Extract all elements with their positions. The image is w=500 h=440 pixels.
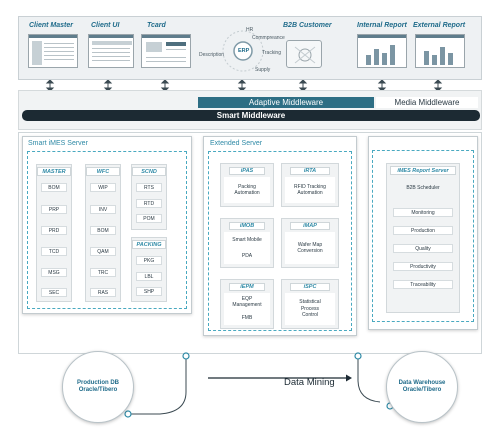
- master-item: TCD: [41, 247, 67, 256]
- ipas-title: iPAS: [229, 167, 265, 175]
- wfc-item: QAM: [90, 247, 116, 256]
- iepm-title: iEPM: [229, 283, 265, 291]
- client-ui-title: Client UI: [91, 22, 120, 29]
- erp-description-label: Description: [199, 52, 225, 58]
- erp-tracking-label: Tracking: [262, 50, 281, 56]
- packing-item: SHP: [136, 287, 162, 296]
- irta-title: iRTA: [290, 167, 330, 175]
- imob-line: Smart Mobile: [232, 236, 262, 243]
- production-db-circle: Production DB Oracle/Tibero: [62, 351, 134, 423]
- client-ui-screenshot: [88, 34, 134, 68]
- client-master-title: Client Master: [29, 22, 73, 29]
- imap-module: iMAP Wafer Map Conversion: [281, 218, 339, 268]
- ipas-line: Automation: [234, 190, 260, 196]
- b2b-customer-title: B2B Customer: [283, 22, 332, 29]
- master-item: SEC: [41, 288, 67, 297]
- data-warehouse-engine: Oracle/Tibero: [402, 387, 442, 393]
- smart-imes-server-title: Smart iMES Server: [28, 140, 88, 147]
- ispc-line: Control: [301, 312, 319, 319]
- internal-report-title: Internal Report: [357, 22, 407, 29]
- tcard-title: Tcard: [147, 22, 166, 29]
- erp-hr-label: HR: [246, 27, 254, 33]
- ispc-module: iSPC Statistical Process Control: [281, 279, 339, 329]
- master-item: MSG: [41, 268, 67, 277]
- extended-server-title: Extended Server: [210, 140, 263, 147]
- wfc-item: WIP: [90, 183, 116, 192]
- client-master-screenshot: [28, 34, 78, 68]
- master-item: PRD: [41, 226, 67, 235]
- irta-line: Automation: [297, 190, 323, 196]
- master-item: PRP: [41, 205, 67, 214]
- erp-supply-label: Supply: [255, 67, 271, 73]
- wfc-item: INV: [90, 205, 116, 214]
- ispc-title: iSPC: [290, 283, 330, 291]
- packing-item: LBL: [136, 272, 162, 281]
- master-title: MASTER: [37, 167, 71, 176]
- production-db-engine: Oracle/Tibero: [78, 387, 118, 393]
- scnd-item: RTD: [136, 199, 162, 208]
- wfc-item: TRC: [90, 268, 116, 277]
- media-middleware-bar: Media Middleware: [376, 97, 478, 108]
- extended-server-dashed-frame: [208, 151, 352, 331]
- imap-line: Conversion: [297, 248, 323, 254]
- scnd-title: SCND: [132, 167, 166, 176]
- packing-item: PKG: [136, 256, 162, 265]
- report-server-dashed-frame: [372, 150, 474, 322]
- erp-hub-diagram: [222, 30, 264, 72]
- internal-report-screenshot: [357, 34, 407, 68]
- external-report-title: External Report: [413, 22, 466, 29]
- data-warehouse-circle: Data Warehouse Oracle/Tibero: [386, 351, 458, 423]
- imap-line: Wafer Map: [297, 241, 323, 248]
- production-db-label: Production DB: [77, 380, 119, 386]
- ipas-line: Packing: [238, 183, 256, 190]
- wfc-item: BOM: [90, 226, 116, 235]
- external-report-screenshot: [415, 34, 465, 68]
- client-connectors: [45, 80, 443, 92]
- b2b-scheduler-label: B2B Scheduler: [406, 185, 440, 191]
- ipas-module: iPAS Packing Automation: [220, 163, 274, 207]
- ispc-line: Statistical: [299, 299, 321, 306]
- report-item: Productivity: [393, 262, 453, 271]
- scnd-item: POM: [136, 214, 162, 223]
- smart-middleware-bar: Smart Middleware: [22, 110, 480, 121]
- irta-line: RFID Tracking: [294, 183, 326, 190]
- iepm-module: iEPM EQP Management FMB: [220, 279, 274, 329]
- erp-label: ERP: [238, 48, 250, 54]
- imob-title: iMOB: [229, 222, 265, 230]
- data-mining-label: Data Mining: [284, 377, 335, 388]
- tcard-screenshot: [141, 34, 191, 68]
- imob-line: PDA: [241, 252, 253, 259]
- iepm-line: FMB: [241, 315, 253, 322]
- b2b-customer-icon: [286, 40, 322, 68]
- data-warehouse-label: Data Warehouse: [398, 380, 446, 386]
- imap-title: iMAP: [290, 222, 330, 230]
- iepm-line: Management: [232, 302, 262, 309]
- irta-module: iRTA RFID Tracking Automation: [281, 163, 339, 207]
- report-item: Quality: [393, 244, 453, 253]
- report-item: Production: [393, 226, 453, 235]
- wfc-title: WFC: [86, 167, 120, 176]
- report-item: Monitoring: [393, 208, 453, 217]
- master-item: BOM: [41, 183, 67, 192]
- smart-imes-dashed-frame: [27, 151, 187, 309]
- packing-title: PACKING: [132, 240, 166, 249]
- adaptive-middleware-bar: Adaptive Middleware: [198, 97, 374, 108]
- iepm-line: EQP: [241, 296, 253, 303]
- wfc-item: RAS: [90, 288, 116, 297]
- ispc-line: Process: [300, 305, 320, 312]
- imob-module: iMOB Smart Mobile PDA: [220, 218, 274, 268]
- report-item: Traceability: [393, 280, 453, 289]
- scnd-item: RTS: [136, 183, 162, 192]
- erp-commpreance-label: Commpreance: [252, 35, 285, 41]
- report-server-title: iMES Report Server: [390, 166, 456, 175]
